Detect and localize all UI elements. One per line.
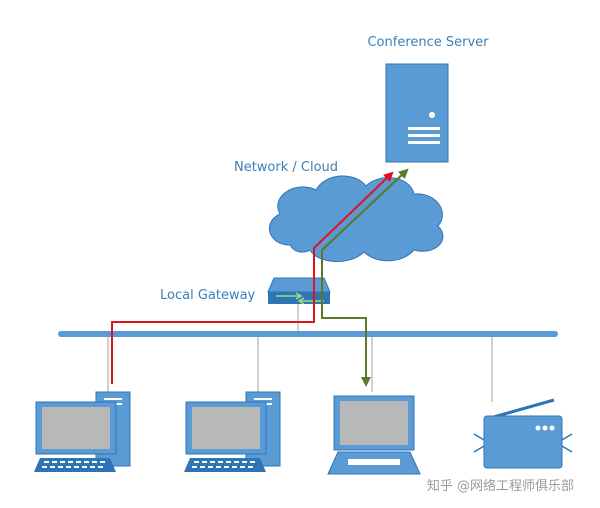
network-bus: [58, 331, 558, 337]
red-path: [111, 171, 394, 384]
drop-lines: [107, 303, 493, 402]
green-path-up: [321, 168, 409, 251]
conference-server-icon: [385, 63, 449, 163]
printer-icon: [473, 398, 573, 469]
desktop-2-icon: [184, 391, 281, 472]
server-label: Conference Server: [367, 35, 489, 50]
laptop-icon: [327, 395, 421, 475]
cloud-label: Network / Cloud: [234, 160, 338, 175]
watermark-text: 知乎 @网络工程师俱乐部: [427, 478, 574, 494]
gateway-label: Local Gateway: [160, 288, 256, 303]
desktop-1-icon: [34, 391, 131, 472]
gateway-icon: [267, 277, 331, 305]
